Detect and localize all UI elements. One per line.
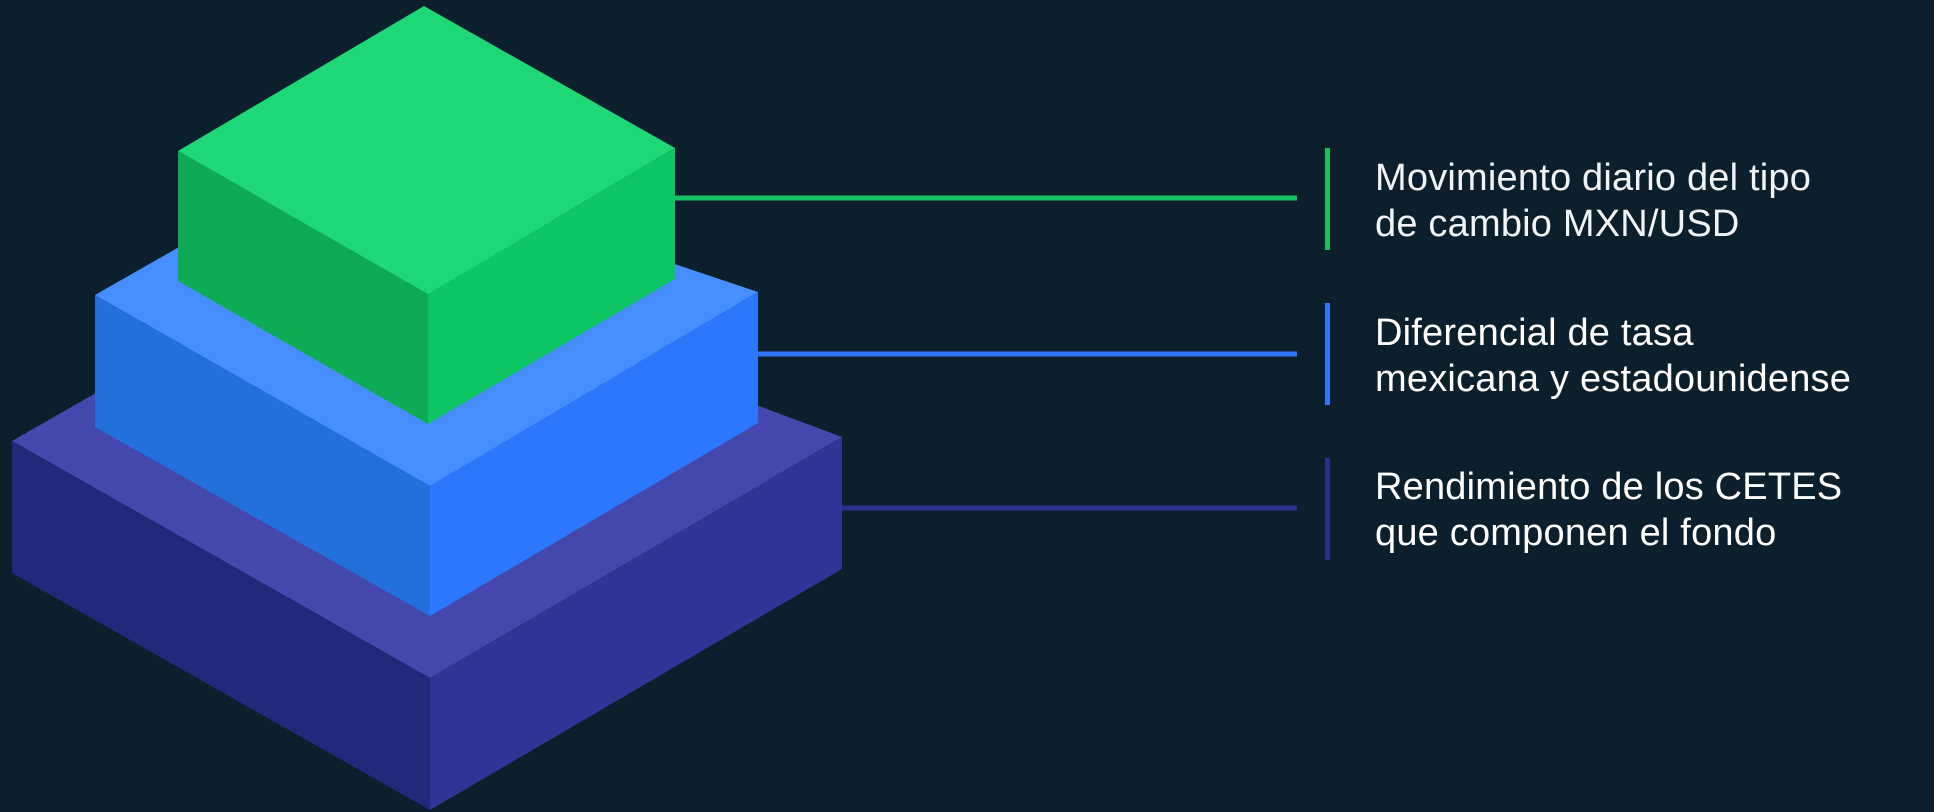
top-layer-right-face [428, 148, 675, 424]
middle-layer-left-face [95, 295, 430, 616]
middle-layer-label-line-2: mexicana y estadounidense [1375, 358, 1852, 400]
middle-layer-accent-bar [1325, 303, 1330, 405]
top-layer-left-face [178, 151, 428, 424]
top-layer-block [178, 6, 675, 424]
bottom-layer-label-line-2: que componen el fondo [1375, 512, 1777, 554]
top-layer-label-line-2: de cambio MXN/USD [1375, 203, 1740, 245]
middle-layer-right-face [430, 292, 758, 616]
bottom-layer-label-line-1: Rendimiento de los CETES [1375, 466, 1843, 508]
top-layer-top-face [178, 6, 675, 294]
top-layer-label: Movimiento diario del tipo de cambio MXN… [1375, 155, 1915, 247]
bottom-layer-accent-bar [1325, 458, 1330, 560]
middle-layer-label-line-1: Diferencial de tasa [1375, 312, 1694, 354]
bottom-layer-right-face [430, 437, 842, 810]
bottom-layer-label: Rendimiento de los CETES que componen el… [1375, 464, 1915, 556]
top-layer-label-line-1: Movimiento diario del tipo [1375, 157, 1812, 199]
bottom-layer-left-face [12, 441, 430, 810]
middle-layer-label: Diferencial de tasa mexicana y estadouni… [1375, 310, 1915, 402]
top-layer-accent-bar [1325, 148, 1330, 250]
